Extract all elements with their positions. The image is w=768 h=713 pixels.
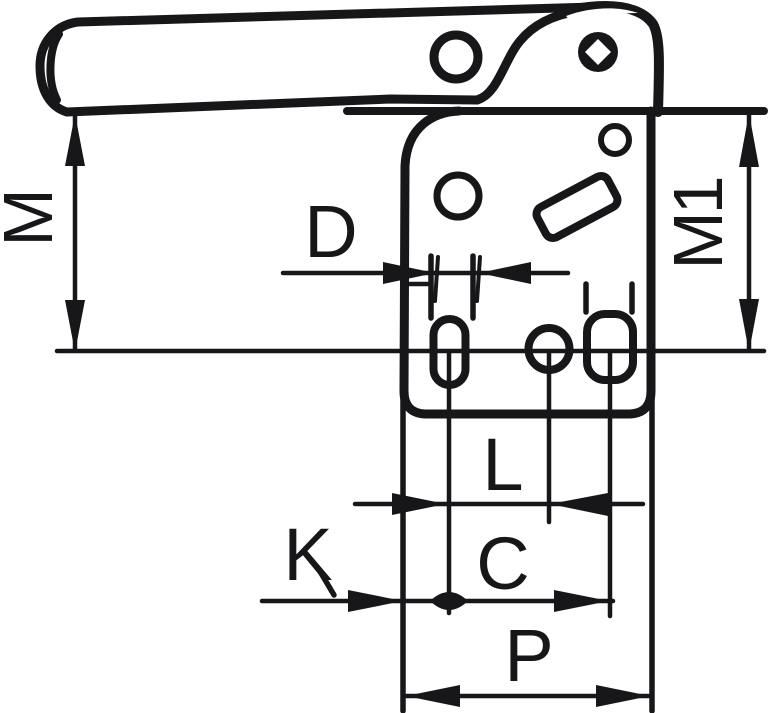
handle-cap-inner-arc <box>46 30 63 104</box>
dim-label-m: M <box>0 191 67 246</box>
right-slot-side-lines <box>583 281 635 315</box>
dim-label-m1: M1 <box>659 178 737 269</box>
dim-label-p: P <box>504 614 553 697</box>
dim-label-l: L <box>482 423 523 506</box>
p-arrow-right <box>596 685 650 707</box>
dim-label-c: C <box>476 522 529 605</box>
d-extension-tick-left <box>433 255 440 303</box>
m-arrow-down <box>65 300 85 352</box>
dimension-d: D <box>280 190 571 303</box>
head-corner-outline <box>565 1 664 117</box>
dimension-p: P <box>403 614 653 707</box>
l-arrow-left <box>550 493 608 516</box>
dimension-m1: M1 <box>659 112 759 353</box>
m1-arrow-up <box>739 113 759 167</box>
k-arrow-right <box>348 590 403 612</box>
body-small-hole <box>598 123 632 157</box>
body-outline <box>399 106 656 419</box>
clamp-outline <box>35 1 768 419</box>
k-c-diamond-marker <box>430 592 468 610</box>
handle-outline <box>35 2 599 117</box>
angled-slot <box>532 172 622 242</box>
m-arrow-up <box>65 114 85 166</box>
left-slot-side-lines <box>428 253 476 321</box>
d-arrow-right <box>383 262 435 284</box>
d-extension-tick-right <box>475 255 482 303</box>
dimension-l: L <box>352 423 646 516</box>
body-pivot-hole <box>433 171 483 221</box>
square-hole-diamond <box>585 39 611 65</box>
dimension-m: M <box>0 113 85 353</box>
dim-label-d: D <box>304 190 357 273</box>
reference-lines <box>54 348 767 713</box>
k-label-leader <box>315 565 337 598</box>
c-arrow-right <box>554 590 609 612</box>
l-arrow-right <box>392 493 446 515</box>
head-corner-highlight <box>566 8 638 21</box>
dimension-k-c: K C <box>259 513 616 612</box>
dim-label-k: K <box>283 513 332 596</box>
handle-head-crease <box>472 6 583 105</box>
d-arrow-left <box>479 262 531 284</box>
p-arrow-left <box>406 685 460 707</box>
handle-pivot-hole <box>429 30 483 84</box>
m1-arrow-down <box>739 299 759 352</box>
